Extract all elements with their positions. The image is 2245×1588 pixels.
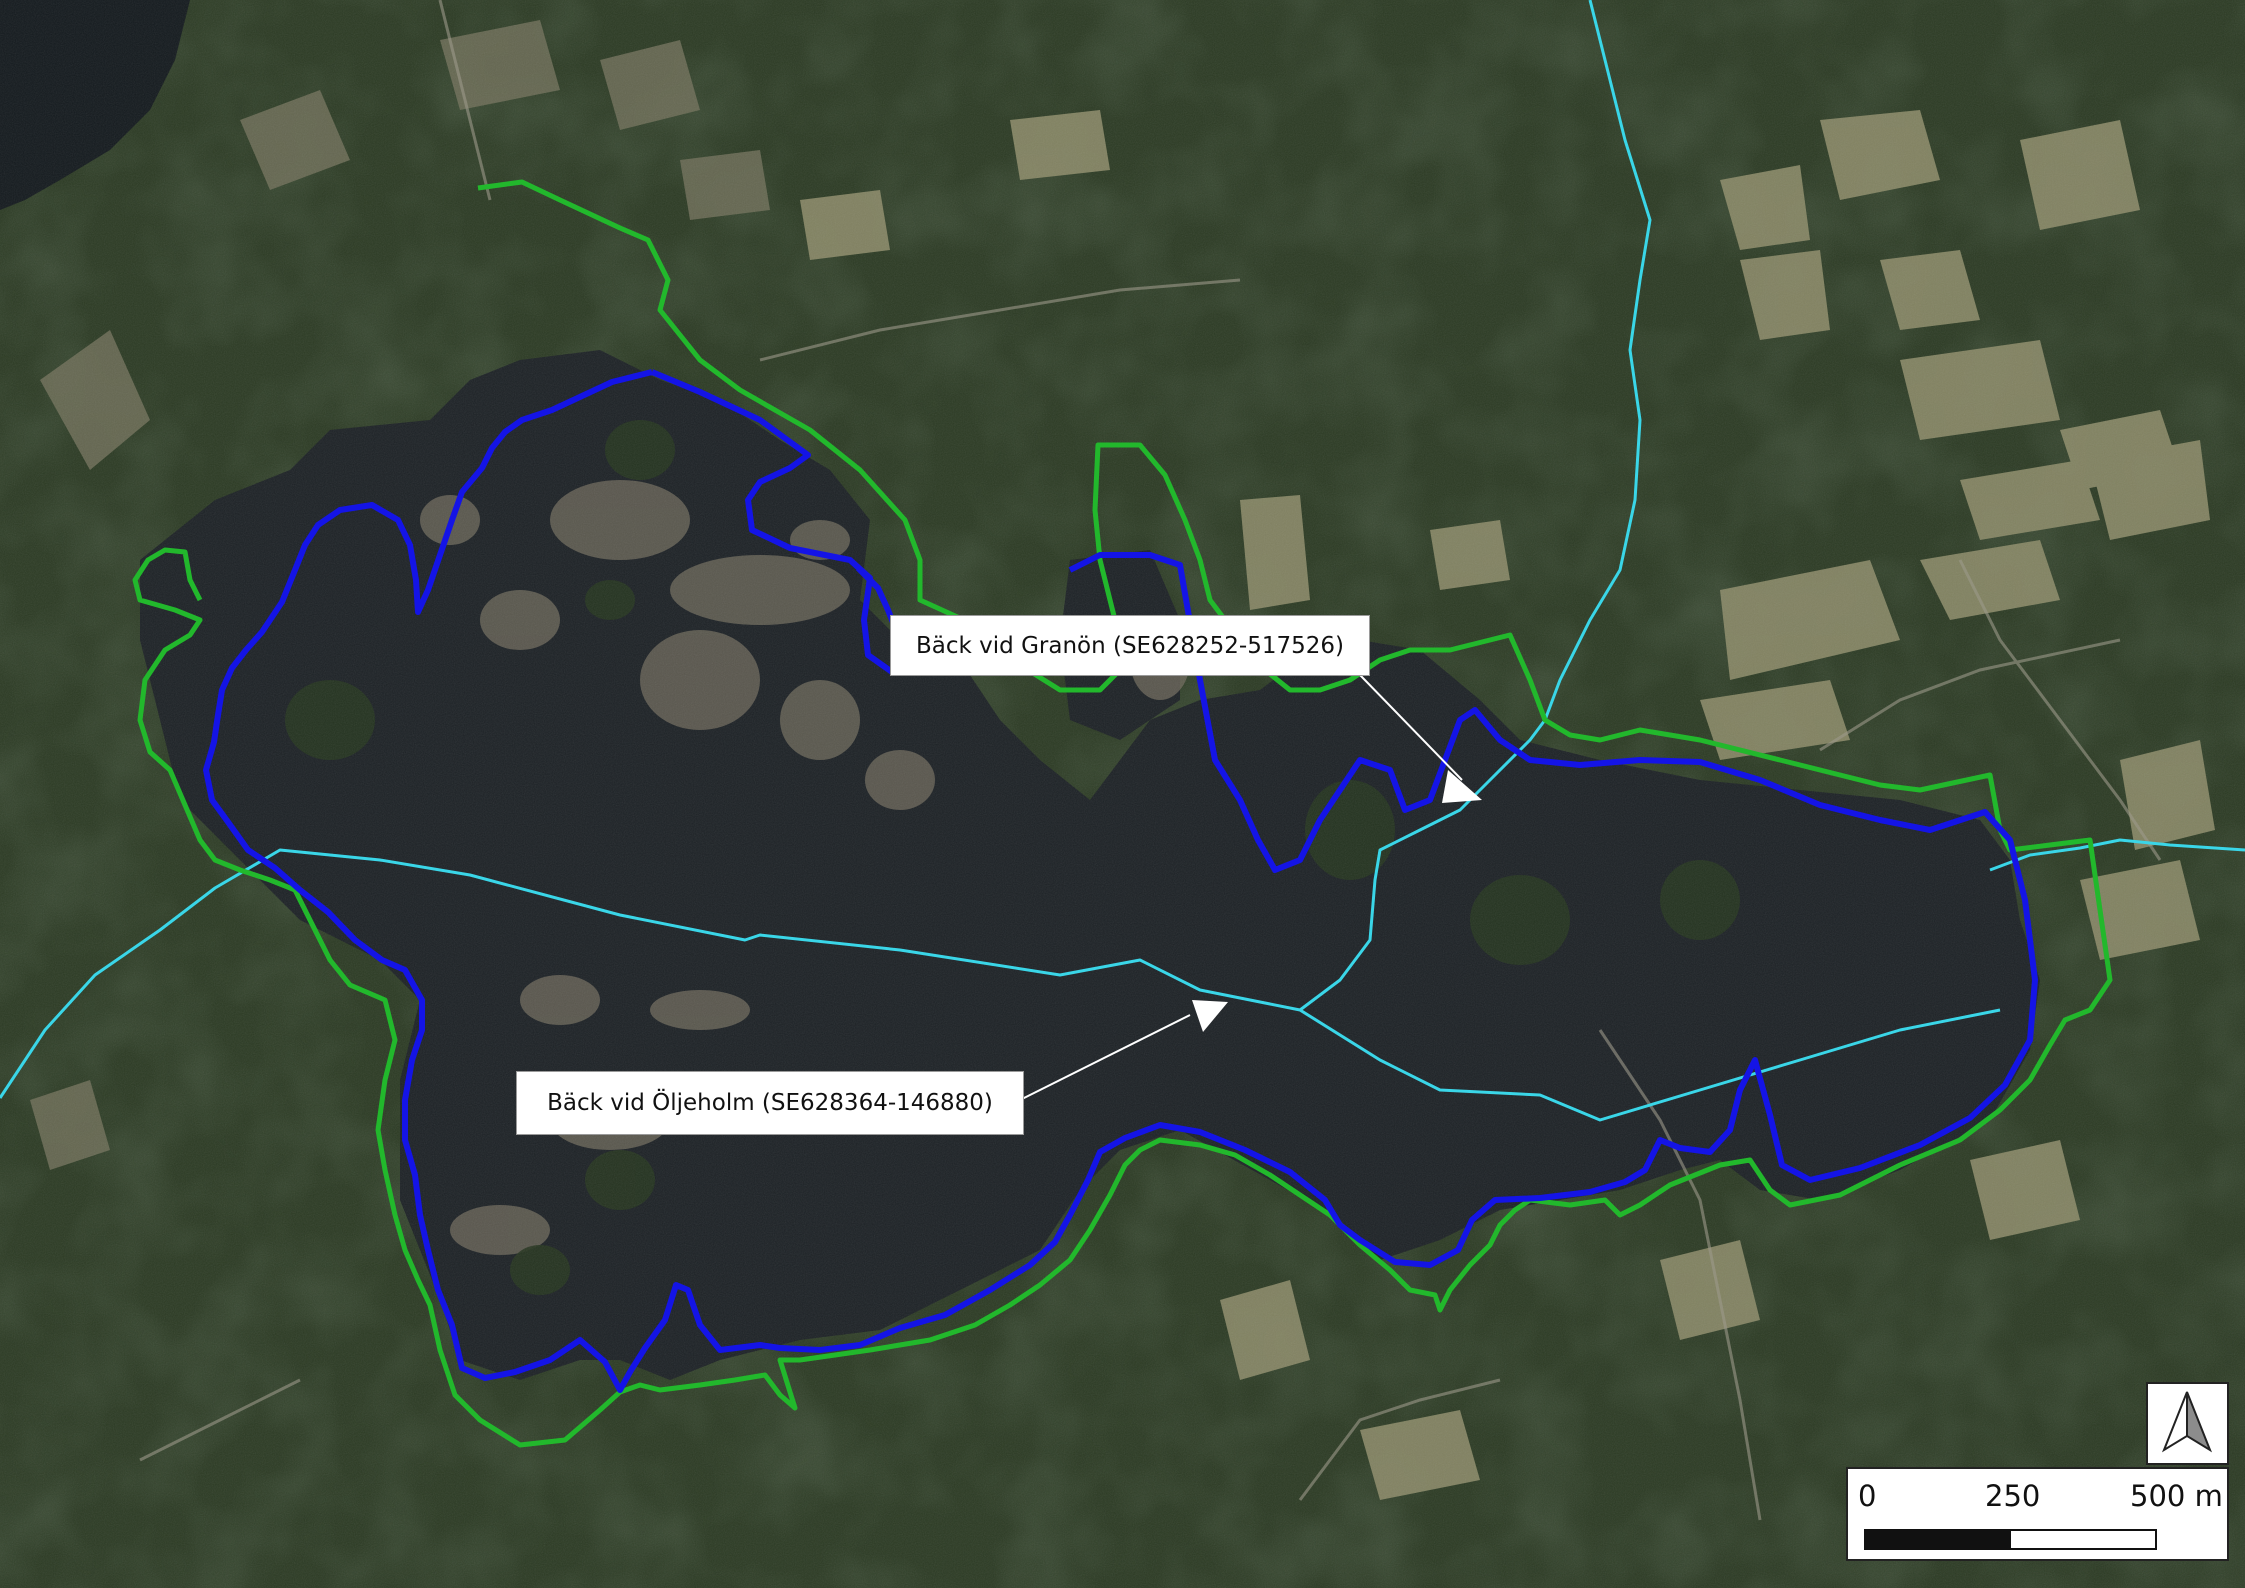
scale-bar: 0 250 500 m: [1846, 1467, 2229, 1561]
north-arrow-icon: [2146, 1382, 2229, 1465]
outer-boundary-line: [132, 179, 2113, 1448]
scale-label-0: 0: [1858, 1479, 1877, 1513]
scale-track: [1864, 1529, 2157, 1550]
label-bäck-vid-öljeholm: Bäck vid Öljeholm (SE628364-146880): [516, 1071, 1024, 1135]
scale-label-500: 500 m: [2130, 1479, 2223, 1513]
stream-lines: [0, 0, 2245, 1122]
scale-label-250: 250: [1985, 1479, 2041, 1513]
label-bäck-vid-granön: Bäck vid Granön (SE628252-517526): [890, 615, 1370, 676]
arrow-pointer-icon: [1019, 674, 1482, 1101]
scale-fill: [1866, 1531, 2011, 1548]
roads: [139, 0, 2162, 1521]
